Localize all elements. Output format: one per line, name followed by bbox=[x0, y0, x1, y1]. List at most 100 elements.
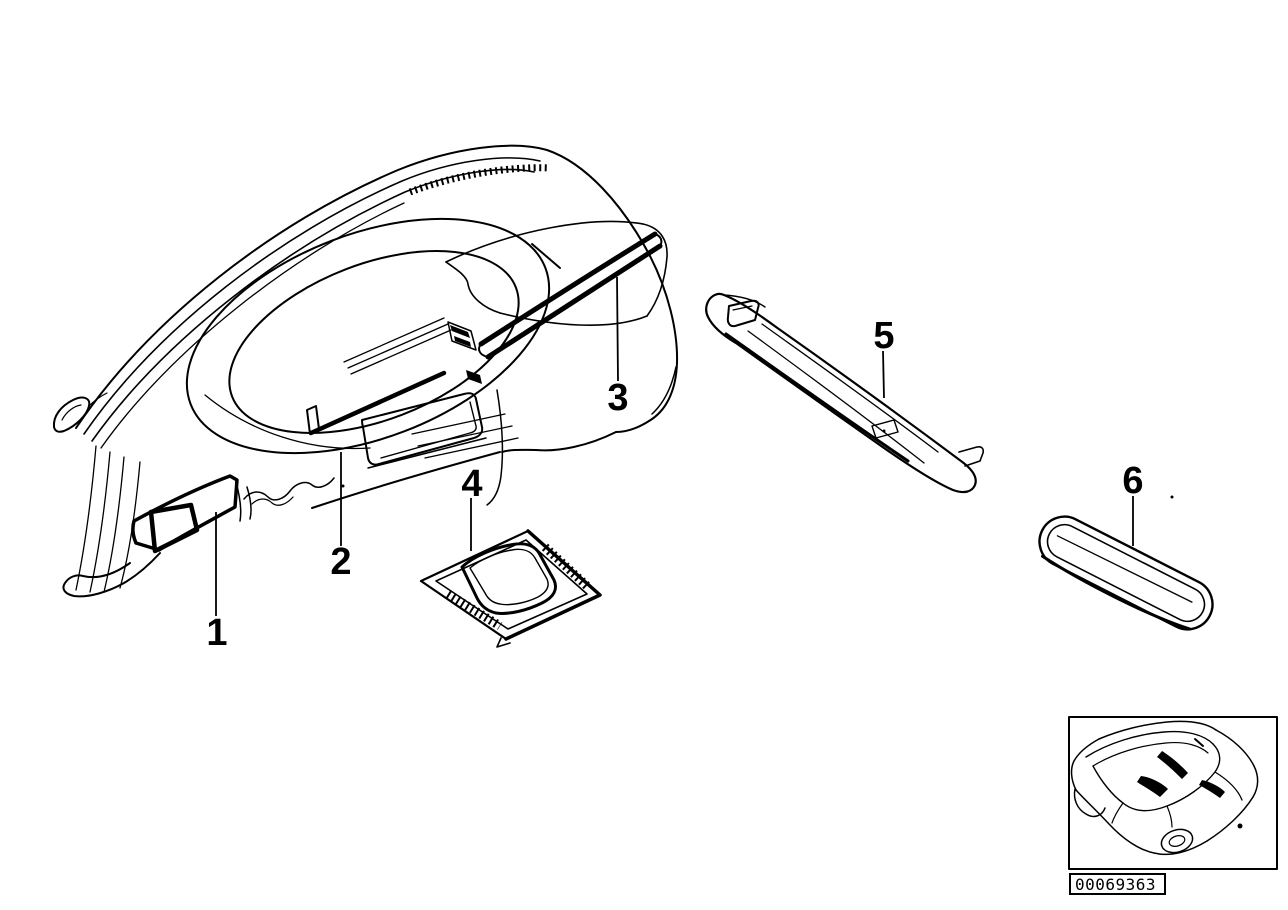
leader-line-3 bbox=[616, 276, 619, 382]
left-face-line-4 bbox=[119, 461, 141, 589]
dash-bottom-edge-center bbox=[311, 451, 501, 509]
callout-5: 5 bbox=[873, 315, 895, 357]
part-5-outer bbox=[705, 292, 977, 494]
part-6-outer bbox=[1038, 515, 1214, 631]
callout-1: 1 bbox=[206, 612, 228, 654]
part-5-grip-hole bbox=[726, 299, 760, 328]
part-1-switch-cutout bbox=[148, 502, 200, 554]
stray-dot-1 bbox=[341, 484, 345, 488]
radio-opening-inner bbox=[380, 401, 477, 459]
glovebox-lid-left bbox=[445, 261, 501, 314]
part-3-right-cap bbox=[654, 233, 663, 247]
part-5-top-edge-detail bbox=[723, 294, 766, 308]
part-3-lower-band bbox=[485, 243, 663, 360]
column-cutout-squiggle-2 bbox=[251, 496, 294, 506]
car-trim-highlight-dot bbox=[1237, 823, 1243, 829]
vehicle-sketch bbox=[1070, 720, 1259, 856]
center-stack-side-curve bbox=[486, 389, 504, 506]
part-5-inner-line-1 bbox=[761, 323, 939, 453]
stray-dot-2 bbox=[1170, 495, 1174, 499]
part-4-shifter-gate bbox=[460, 542, 557, 615]
car-trim-highlight-dash bbox=[1157, 751, 1188, 779]
callout-leader-lines bbox=[215, 276, 1134, 616]
dashboard-drawing bbox=[52, 144, 1174, 598]
part-5-lower-edge-thick bbox=[724, 332, 910, 463]
car-roof-outline bbox=[1092, 743, 1221, 812]
callout-6: 6 bbox=[1122, 460, 1144, 502]
callout-4: 4 bbox=[461, 463, 483, 505]
part-2-trim-strip bbox=[308, 370, 447, 436]
dash-top-line-2 bbox=[83, 157, 541, 435]
car-windshield-inner bbox=[1092, 741, 1209, 767]
center-vent-channel-3 bbox=[350, 329, 452, 375]
radio-opening-outer bbox=[361, 392, 484, 466]
dash-bottom-right-corner bbox=[615, 420, 650, 433]
car-trim-highlight-door-rear bbox=[1199, 780, 1225, 798]
knee-recess-line-2 bbox=[246, 486, 252, 520]
part-4-bottom-tab bbox=[496, 637, 511, 648]
vehicle-thumbnail bbox=[1068, 716, 1278, 870]
part-2-end-face bbox=[306, 405, 320, 435]
part-number-text: 00069363 bbox=[1075, 874, 1157, 894]
car-hood-edge bbox=[1098, 720, 1217, 740]
center-vent-end-dark-1 bbox=[450, 325, 470, 338]
a-pillar-join bbox=[88, 392, 108, 407]
car-rear-wheel-hub bbox=[1168, 835, 1186, 847]
part-6-crease bbox=[1056, 535, 1193, 603]
part-5-mid-bracket bbox=[871, 419, 899, 439]
glovebox-lid-bottom bbox=[499, 312, 648, 326]
left-face-line-3 bbox=[103, 456, 125, 593]
binnacle-lower-arc bbox=[204, 394, 371, 450]
car-lower-body bbox=[1075, 789, 1208, 856]
part-4-gate-inner bbox=[469, 548, 549, 606]
part-5-inner-line-2 bbox=[747, 330, 925, 464]
part-4-hatch-top-right bbox=[541, 543, 591, 590]
dash-bottom-edge-right bbox=[501, 431, 617, 453]
left-face-bottom-edge bbox=[62, 552, 161, 598]
vehicle-thumbnail-frame bbox=[1068, 716, 1278, 870]
part-3-upper-band bbox=[478, 231, 658, 347]
left-face-line-2 bbox=[89, 451, 111, 593]
part-1-trim-drawing bbox=[131, 474, 239, 554]
glovebox-tick-mark bbox=[531, 243, 561, 269]
a-pillar-end-inner bbox=[61, 404, 82, 421]
dash-right-fold bbox=[651, 366, 677, 415]
car-windshield-outer bbox=[1085, 730, 1214, 758]
part-4-hatch-bottom-left bbox=[445, 590, 503, 630]
part-4-inner-plate bbox=[435, 539, 588, 630]
cluster-vent-slat-3 bbox=[424, 437, 519, 459]
car-windshield-tick bbox=[1194, 738, 1204, 747]
car-rear-quarter bbox=[1206, 729, 1259, 842]
callout-3: 3 bbox=[607, 377, 629, 419]
glovebox-lid-top bbox=[445, 220, 644, 263]
part-6-inner bbox=[1046, 523, 1206, 623]
leader-line-5 bbox=[882, 350, 885, 399]
center-vent-end-dark-2 bbox=[454, 336, 471, 347]
part-6-bottom-thickness bbox=[1040, 554, 1192, 631]
car-c-pillar-line bbox=[1166, 805, 1173, 828]
part-5-door-pull-trim-drawing bbox=[705, 292, 985, 494]
car-deck-line bbox=[1214, 771, 1243, 801]
center-vent-channel-1 bbox=[343, 317, 445, 363]
part-1-outer bbox=[131, 474, 239, 552]
part-4-thick-edges bbox=[504, 529, 602, 641]
left-face-line-1 bbox=[75, 445, 97, 591]
part-5-grip-hole-inner bbox=[732, 305, 753, 311]
part-5-end-tab bbox=[958, 446, 985, 467]
part-5-mid-dot bbox=[882, 429, 886, 433]
center-stack-dark-mark bbox=[466, 370, 482, 384]
part-number-stamp: 00069363 bbox=[1069, 873, 1166, 895]
cluster-vent-slat-1 bbox=[411, 413, 506, 435]
part-3-trim-drawing bbox=[478, 231, 663, 360]
car-a-pillar-line bbox=[1111, 802, 1124, 824]
glovebox-lid-right bbox=[642, 223, 668, 317]
car-front-fender bbox=[1070, 738, 1100, 791]
instrument-cluster-outer-oval bbox=[185, 217, 551, 455]
dash-top-outline bbox=[75, 144, 679, 429]
car-rear-wheel bbox=[1160, 828, 1194, 854]
callout-2: 2 bbox=[330, 541, 352, 583]
part-6-armrest-trim-drawing bbox=[1038, 515, 1214, 631]
dash-top-line-4 bbox=[100, 202, 405, 449]
